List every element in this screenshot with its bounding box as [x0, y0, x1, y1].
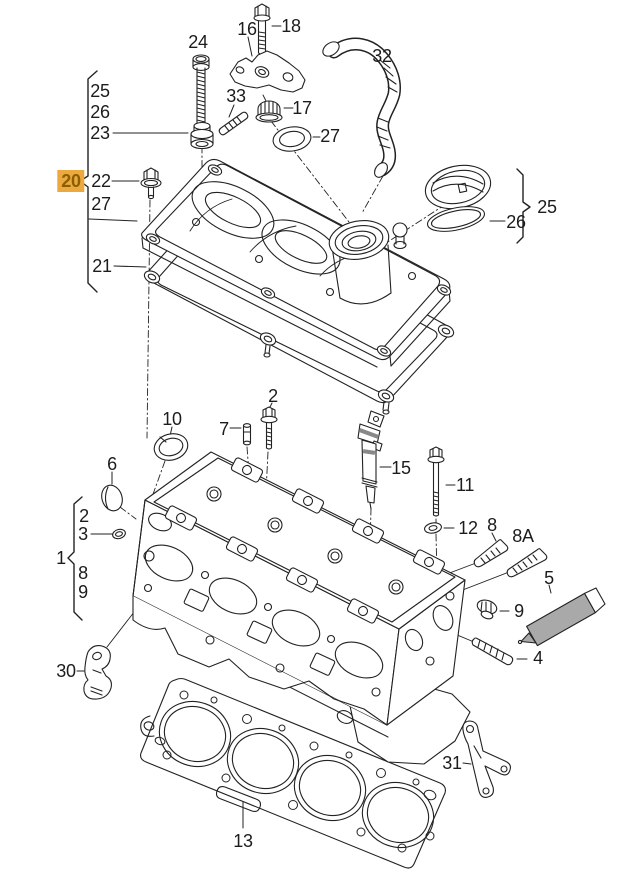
callout-13: 13	[233, 831, 253, 851]
bolt-24-drawing	[192, 54, 210, 131]
callout-15: 15	[391, 458, 411, 478]
callout-8a: 8A	[512, 526, 534, 546]
callout-21: 21	[92, 256, 112, 276]
bracket-31-drawing	[462, 720, 511, 798]
callout-9-left: 9	[78, 582, 88, 602]
callout-26-left: 26	[90, 102, 110, 122]
bolt-11-drawing	[427, 446, 445, 517]
cap-seal-26-drawing	[426, 206, 486, 232]
callout-8-left: 8	[78, 563, 88, 583]
stud-33-drawing	[218, 111, 249, 136]
camshaft-seal-10-drawing	[153, 433, 189, 461]
callout-6: 6	[107, 454, 117, 474]
callout-17: 17	[292, 98, 312, 118]
callout-10: 10	[162, 409, 182, 429]
callout-3: 3	[78, 524, 88, 544]
callout-33: 33	[226, 86, 246, 106]
seal-ring-27-drawing	[272, 126, 312, 152]
callout-25-left: 25	[90, 81, 110, 101]
head-gasket-drawing	[140, 677, 446, 869]
bolt-2-drawing	[260, 406, 278, 450]
callout-9-right: 9	[514, 601, 524, 621]
callout-4: 4	[533, 648, 543, 668]
callout-1: 1	[56, 548, 66, 568]
callout-16: 16	[237, 19, 257, 39]
stud-8-drawing	[473, 539, 509, 568]
cap-6-drawing	[101, 484, 123, 512]
callout-18: 18	[281, 16, 301, 36]
callout-8-right: 8	[487, 515, 497, 535]
cylinder-head-drawing	[132, 451, 471, 765]
washer-12-drawing	[424, 522, 442, 534]
callout-5: 5	[544, 568, 554, 588]
breather-hose-32-drawing	[322, 37, 401, 178]
callout-11: 11	[455, 475, 475, 495]
injector-15-drawing	[357, 410, 385, 510]
sealant-tube-5-drawing	[517, 587, 606, 647]
callout-25-right: 25	[537, 197, 557, 217]
stud-8a-drawing	[506, 548, 548, 578]
callout-24: 24	[188, 32, 208, 52]
dowel-pin-4-drawing	[471, 637, 514, 666]
dowel-7-drawing	[242, 423, 252, 446]
callout-23: 23	[90, 123, 110, 143]
callout-30: 30	[56, 661, 76, 681]
bolt-18-drawing	[253, 3, 271, 56]
callout-22: 22	[91, 171, 111, 191]
plug-9-drawing	[476, 599, 498, 620]
valve-cover-drawing	[141, 158, 452, 368]
callout-12: 12	[458, 518, 478, 538]
grommet-23-drawing	[190, 121, 214, 150]
callout-32: 32	[372, 46, 392, 66]
bolt-22-drawing	[140, 167, 162, 200]
callout-20-highlighted: 20	[57, 170, 85, 192]
oil-filler-cap-25-drawing	[424, 164, 492, 210]
bracket-16-drawing	[229, 50, 306, 93]
callout-2-top: 2	[268, 386, 278, 406]
callout-31: 31	[442, 753, 462, 773]
cap-nut-17-drawing	[255, 100, 283, 123]
callout-27-top: 27	[320, 126, 340, 146]
callout-26-right: 26	[506, 212, 526, 232]
bracket-30-drawing	[83, 645, 112, 700]
callout-2-left: 2	[79, 506, 89, 526]
callout-7: 7	[219, 419, 229, 439]
callout-27-left: 27	[91, 194, 111, 214]
leader-lines	[76, 25, 552, 829]
plug-3-drawing	[112, 528, 126, 540]
